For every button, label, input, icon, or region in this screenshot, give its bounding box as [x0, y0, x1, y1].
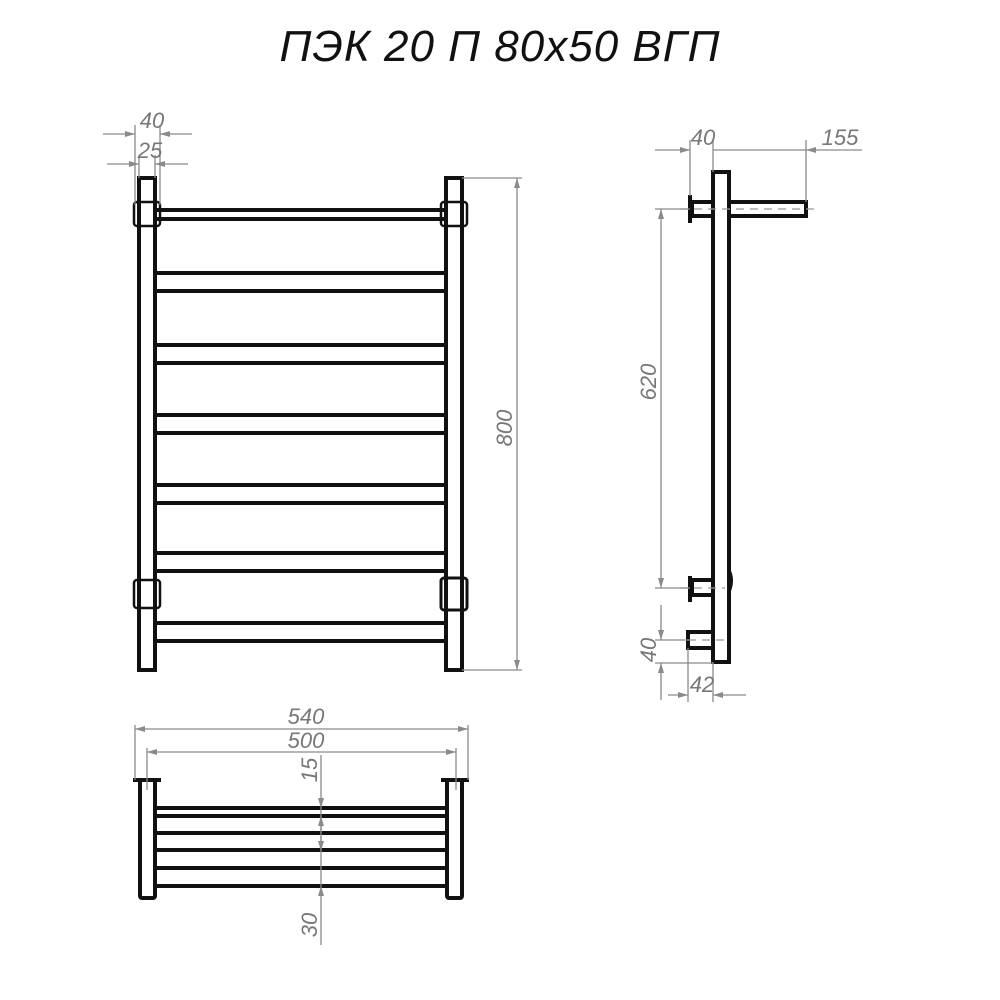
dim-15-label: 15: [297, 757, 322, 782]
dim-620-label: 620: [636, 363, 661, 400]
dim-42-label: 42: [690, 672, 714, 697]
dim-800-label: 800: [492, 409, 517, 446]
dim-500-label: 500: [288, 728, 325, 753]
right-post: [444, 176, 464, 672]
rung: [153, 483, 448, 505]
dim-40-label: 40: [140, 108, 165, 133]
top-view-right-post: [445, 778, 464, 900]
rung: [153, 621, 448, 643]
rung: [153, 271, 448, 293]
left-post: [137, 176, 157, 672]
front-view: 40 25 800: [103, 108, 522, 672]
dim-30-label: 30: [297, 912, 322, 937]
side-view: 40 155 620 40 42: [636, 125, 862, 702]
rung: [153, 551, 448, 573]
rung: [153, 413, 448, 435]
drawing-title: ПЭК 20 П 80х50 ВГП: [279, 22, 721, 71]
top-right-bracket: [439, 200, 469, 228]
dim-25-label: 25: [137, 138, 163, 163]
side-post: [711, 170, 731, 664]
top-bar: [153, 208, 448, 221]
bottom-left-bracket: [132, 578, 162, 610]
dim-40-top-label: 40: [691, 125, 716, 150]
top-view-bars: [155, 806, 447, 888]
dim-40-bottom-label: 40: [636, 637, 661, 662]
rungs: [153, 271, 448, 643]
rung: [153, 343, 448, 365]
top-left-bracket: [132, 200, 162, 228]
top-view: 540 500 15 30: [133, 704, 469, 945]
top-view-left-post: [138, 778, 157, 900]
bottom-right-bracket: [439, 576, 469, 612]
dim-540-label: 540: [288, 704, 325, 729]
dim-155-label: 155: [822, 125, 859, 150]
